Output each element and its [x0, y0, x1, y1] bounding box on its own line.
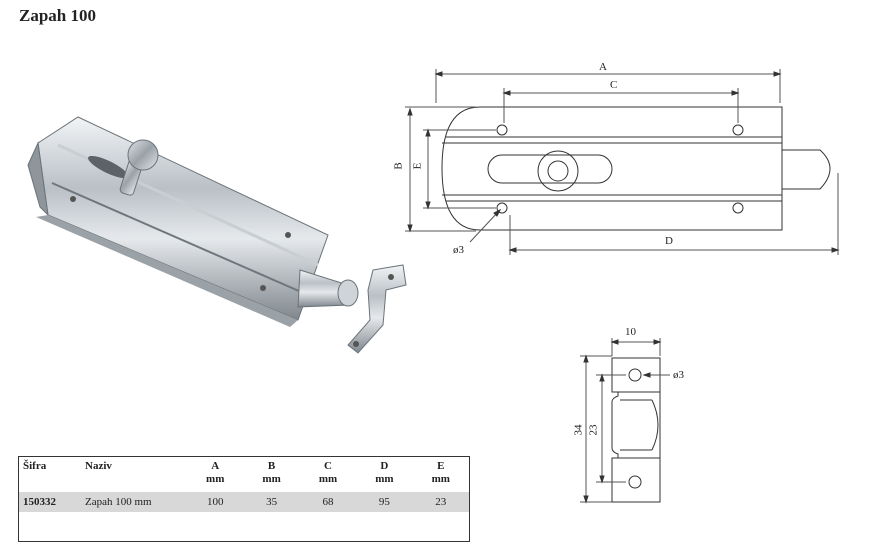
dimension-label-d: D — [665, 235, 673, 247]
keeper-spacing-label: 23 — [587, 424, 600, 436]
table-row: 150332 Zapah 100 mm 100 35 68 95 23 — [19, 492, 469, 512]
keeper-drawing — [580, 338, 670, 504]
cell-c: 68 — [299, 492, 357, 512]
bolt-knob — [119, 139, 159, 196]
cell-code: 150332 — [19, 492, 81, 512]
cell-d: 95 — [356, 492, 413, 512]
dimension-label-e: E — [411, 162, 424, 170]
dimension-label-a: A — [599, 61, 607, 73]
bolt-slot — [88, 155, 128, 179]
technical-drawing — [405, 69, 840, 255]
product-photo — [27, 116, 407, 354]
header-naziv: Naziv — [85, 460, 112, 472]
cell-name: Zapah 100 mm — [81, 492, 187, 512]
mount-hole — [285, 232, 291, 238]
dimension-label-b: B — [392, 162, 405, 170]
dimension-label-c: C — [610, 79, 618, 91]
bolt-pin — [297, 269, 359, 308]
mount-hole — [260, 285, 266, 291]
bolt-body — [27, 116, 329, 327]
hole-diameter-label: ø3 — [453, 244, 464, 256]
header-sifra: Šifra — [23, 460, 47, 472]
cell-a: 100 — [187, 492, 244, 512]
keeper-width-label: 10 — [625, 326, 636, 338]
cell-b: 35 — [243, 492, 300, 512]
keeper-height-label: 34 — [572, 424, 585, 436]
keeper-bracket — [347, 264, 407, 354]
page-title: Zapah 100 — [19, 6, 96, 25]
cell-e: 23 — [412, 492, 469, 512]
mount-hole — [70, 196, 76, 202]
keeper-hole-label: ø3 — [673, 369, 684, 381]
